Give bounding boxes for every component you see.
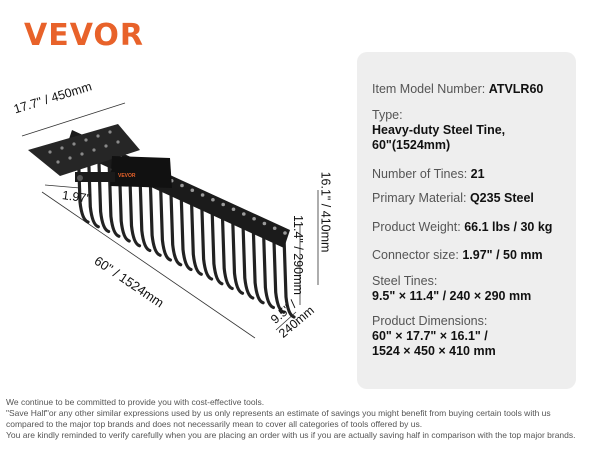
rake-tine <box>97 149 111 234</box>
top-frame-plate <box>28 124 140 176</box>
spec-label: Primary Material: <box>372 191 467 205</box>
spec-value-line: 9.5" × 11.4" / 240 × 290 mm <box>372 289 532 303</box>
disclaimer-line: compared to the major top brands and doe… <box>6 419 423 429</box>
dim-tine-height: 11.4" / 290mm <box>290 215 305 295</box>
rake-tine <box>220 206 234 291</box>
spec-value: ATVLR60 <box>488 82 544 96</box>
plate-brand-text: VEVOR <box>118 173 136 179</box>
spec-value: 1.97" / 50 mm <box>462 248 543 262</box>
rake-tine <box>241 216 255 300</box>
rake-tine <box>86 145 100 229</box>
spec-value-line: 60" × 17.7" × 16.1" / <box>372 329 488 343</box>
bar-hole <box>221 202 225 207</box>
spec-value: 66.1 lbs / 30 kg <box>464 220 553 234</box>
spec-value: Q235 Steel <box>469 191 534 205</box>
spec-model: Item Model Number: ATVLR60 <box>372 82 570 97</box>
brand-logo: VEVOR <box>24 18 145 53</box>
disclaimer-line: You are kindly reminded to verify carefu… <box>6 430 576 440</box>
rake-tine <box>179 187 193 272</box>
rake-tine <box>261 225 275 310</box>
bar-hole <box>252 216 256 221</box>
bar-hole <box>231 207 236 212</box>
bar-hole <box>211 197 215 202</box>
spec-dimensions: Product Dimensions: 60" × 17.7" × 16.1" … <box>372 314 570 359</box>
rake-tine <box>230 211 245 295</box>
spec-material: Primary Material: Q235 Steel <box>372 191 570 206</box>
spec-steel-tines: Steel Tines: 9.5" × 11.4" / 240 × 290 mm <box>372 274 570 304</box>
spec-label: Item Model Number: <box>372 82 486 96</box>
rake-tine <box>169 183 183 267</box>
disclaimer-line: "Save Half"or any other similar expressi… <box>6 408 551 418</box>
rake-tine <box>138 168 152 253</box>
rake-tine <box>117 159 131 243</box>
bar-hole <box>190 188 195 193</box>
hitch-tongue <box>75 172 115 182</box>
rake-tine <box>107 154 121 238</box>
rake-drawing: VEVOR <box>21 102 319 339</box>
disclaimer: We continue to be committed to provide y… <box>6 397 600 441</box>
rake-tine <box>282 235 296 319</box>
spec-label: Steel Tines: <box>372 274 438 288</box>
disclaimer-line: We continue to be committed to provide y… <box>6 397 265 407</box>
plate-holes <box>48 130 120 164</box>
rake-tine <box>272 230 286 314</box>
product-illustration: VEVOR 17.7" / 450mm 1.97" 60" / 1524mm 1… <box>0 79 350 380</box>
bar-hole <box>272 226 277 231</box>
rake-tines <box>76 140 296 319</box>
spec-value-line: 1524 × 450 × 410 mm <box>372 344 496 358</box>
rake-tine <box>251 221 265 305</box>
spec-connector: Connector size: 1.97" / 50 mm <box>372 248 570 263</box>
spec-value-line: Heavy-duty Steel Tine, <box>372 123 506 137</box>
bar-hole <box>200 193 205 197</box>
spec-panel: Item Model Number: ATVLR60 Type: Heavy-d… <box>357 52 576 389</box>
spec-type: Type: Heavy-duty Steel Tine, 60"(1524mm) <box>372 108 570 153</box>
hitch-receiver <box>110 156 172 188</box>
spec-label: Connector size: <box>372 248 459 262</box>
spec-label: Product Weight: <box>372 220 461 234</box>
rake-tine <box>189 192 203 276</box>
rake-tine <box>76 140 90 224</box>
rake-tine <box>158 178 172 262</box>
spec-label: Number of Tines: <box>372 167 468 181</box>
bar-hole <box>242 212 246 216</box>
rake-tine <box>127 164 142 248</box>
bar-hole <box>262 221 267 226</box>
dim-total-height: 16.1" / 410mm <box>318 171 333 253</box>
bar-hole <box>283 231 287 235</box>
spec-tines-count: Number of Tines: 21 <box>372 167 570 182</box>
spec-value: 21 <box>470 167 485 181</box>
spec-label: Product Dimensions: <box>372 314 488 328</box>
spec-value-line: 60"(1524mm) <box>372 138 451 152</box>
rake-tine <box>210 202 224 286</box>
spec-label: Type: <box>372 108 403 122</box>
dimension-lines <box>21 102 319 339</box>
rake-tine <box>148 173 162 257</box>
rake-tine <box>200 197 214 281</box>
bar-hole <box>180 183 184 188</box>
spec-weight: Product Weight: 66.1 lbs / 30 kg <box>372 220 570 235</box>
hitch-pin <box>77 175 83 181</box>
